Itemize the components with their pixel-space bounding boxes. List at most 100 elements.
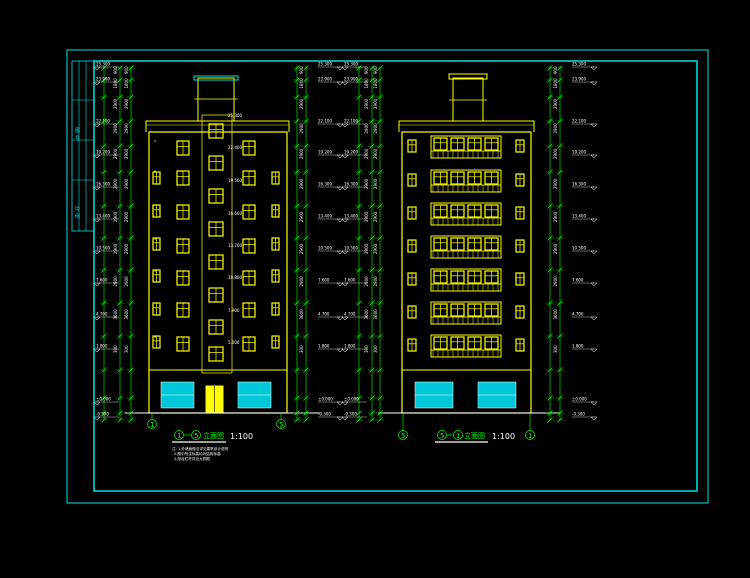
right-title-scale: 1:100 [492,432,515,441]
left-dim-number: 2900 [113,211,118,222]
right-balcony-rail [430,349,502,358]
left-stair-tower [197,77,235,122]
right-balcony-rail [430,150,502,159]
left-title-axis-a: 1 [177,432,181,440]
left-level-label: 25.300 [96,62,110,67]
left-dim-number: 2900 [113,243,118,254]
left-dim-number: 2900 [124,98,129,109]
left-right-level-label: 22.100 [318,119,332,124]
left-dim-number: 300 [113,345,118,353]
left-inner-level-label: 22.400 [228,145,242,150]
left-level-label: 10.500 [96,246,110,251]
right-level-label: 19.200 [344,150,358,155]
left-level-label: -0.300 [96,412,109,417]
left-dim-number: 1800 [113,78,118,89]
right-level-label: 10.500 [344,246,358,251]
left-axis-bubble-left [147,419,157,429]
right-dim-number: 2900 [364,276,369,287]
left-level-label: 4.700 [96,312,108,317]
left-dim-number: 2900 [113,98,118,109]
right-dim-number: 3600 [373,309,378,320]
right-balcony [430,268,502,292]
left-inner-level-label: 10.800 [228,275,242,280]
right-right-level-label: 13.400 [572,214,586,219]
right-right-level-label: -0.300 [572,412,585,417]
right-axis-label-right: 1 [528,432,532,440]
right-dim-number: 2900 [364,98,369,109]
right-dim-number: 2900 [373,98,378,109]
left-dim-number: 2900 [124,276,129,287]
right-dim-number: 1800 [553,78,558,89]
left-level-label: 19.200 [96,150,110,155]
left-axis-label-left: 1 [150,421,154,429]
right-title-axis-b: 1 [456,432,460,440]
right-balcony-rail [430,250,502,259]
left-dim-number: 2900 [124,178,129,189]
right-dim-number: 2900 [553,123,558,134]
left-right-level-label: 4.700 [318,312,330,317]
left-dim-number: 1800 [124,78,129,89]
right-right-level-label: 4.700 [572,312,584,317]
right-dim-number: 1800 [373,78,378,89]
right-dim-number: 2900 [373,123,378,134]
left-dim-number: 1800 [299,78,304,89]
right-dim-number: 900 [373,66,378,74]
right-level-label: 1.800 [344,344,356,349]
left-parapet [145,120,290,132]
left-dim-number: 2900 [113,178,118,189]
right-balcony-rail [430,217,502,226]
right-right-level-label: ±0.000 [572,397,587,402]
right-balcony [430,235,502,259]
left-level-label: ±0.000 [96,397,111,402]
right-dim-number: 2900 [364,123,369,134]
left-right-level-label: 25.300 [318,62,332,67]
right-dim-number: 2900 [364,243,369,254]
right-level-label: 13.400 [344,214,358,219]
left-dim-number: 2900 [113,148,118,159]
left-dim-number: 2900 [124,148,129,159]
right-axis-bubble-right [525,430,535,440]
right-dim-number: 2900 [553,211,558,222]
right-dim-number: 1800 [364,78,369,89]
left-inner-level-label: 13.700 [228,243,242,248]
right-dim-number: 300 [364,345,369,353]
right-balcony [430,202,502,226]
left-right-level-label: 23.900 [318,77,332,82]
right-dim-number: 2900 [373,276,378,287]
left-dim-number: 900 [299,66,304,74]
left-dim-number: 300 [299,345,304,353]
left-dim-number: 2900 [299,243,304,254]
right-axis-label-left: 5 [401,432,405,440]
left-dim-number: 2900 [113,276,118,287]
right-level-label: 22.100 [344,119,358,124]
inner-frame [93,60,698,492]
right-balcony [430,169,502,193]
right-elevation [378,73,560,414]
right-level-label: 7.600 [344,278,356,283]
left-level-label: 23.900 [96,77,110,82]
right-stair-tower [452,77,484,122]
right-balcony-rail [430,184,502,193]
right-level-label: 25.300 [344,62,358,67]
left-right-level-label: -0.300 [318,412,331,417]
right-balcony [430,334,502,358]
left-right-level-label: 1.800 [318,344,330,349]
left-right-level-label: 10.500 [318,246,332,251]
right-right-level-label: 22.100 [572,119,586,124]
right-right-level-label: 23.900 [572,77,586,82]
left-level-label: 16.300 [96,182,110,187]
title-strip: 图 号 比 例 [71,60,95,232]
left-inner-level-label: 16.600 [228,211,242,216]
left-dim-number: 3600 [113,309,118,320]
left-dim-number: 900 [124,66,129,74]
right-dim-number: 2900 [553,148,558,159]
left-dim-number: 900 [113,66,118,74]
left-dim-number: 2900 [299,98,304,109]
right-balcony [430,135,502,159]
left-right-level-label: 19.200 [318,150,332,155]
right-dim-number: 3600 [364,309,369,320]
right-dim-number: 2900 [553,276,558,287]
left-dim-number: 2900 [299,211,304,222]
